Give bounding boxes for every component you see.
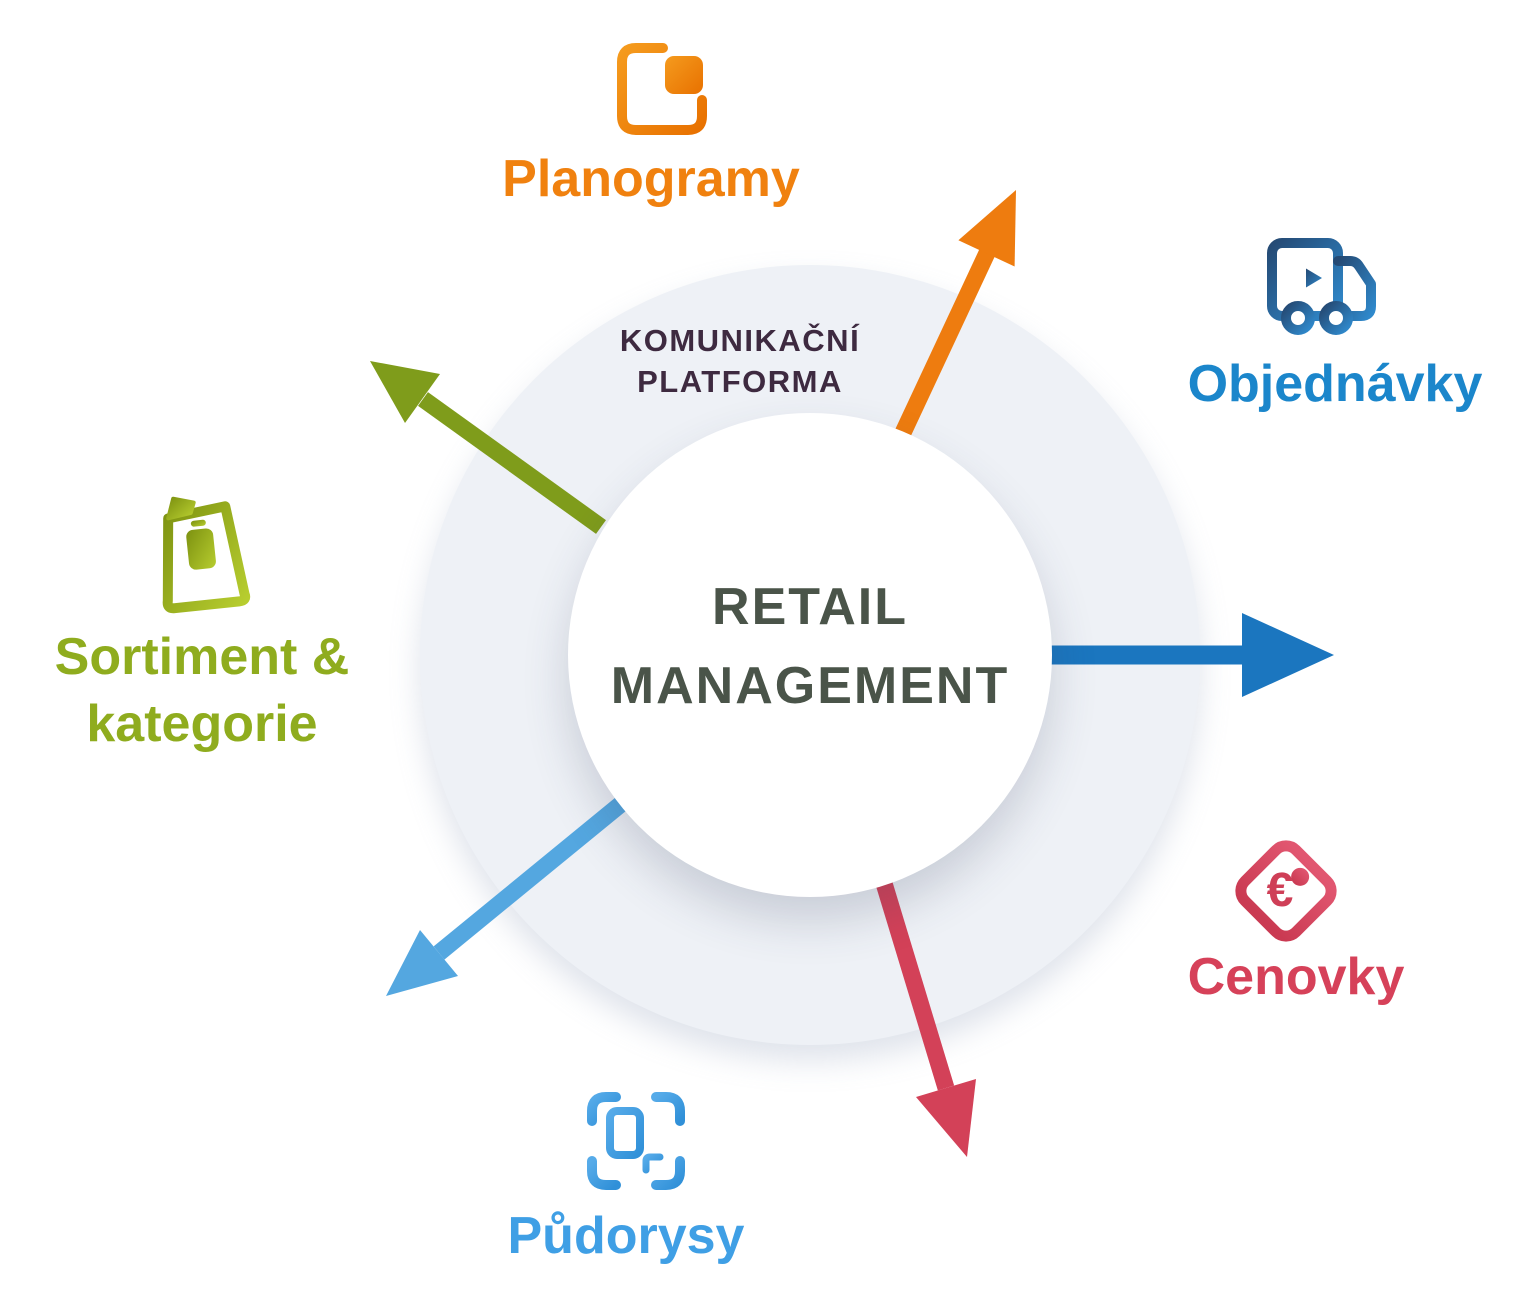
hub-title-line1: RETAIL [712, 578, 908, 636]
label-objednavky: Objednávky [1135, 351, 1520, 418]
label-planogramy: Planogramy [451, 146, 851, 213]
label-cenovky-text: Cenovky [1187, 948, 1405, 1006]
hub-title-line2: MANAGEMENT [610, 657, 1010, 715]
floorplan-scan-icon [587, 1092, 685, 1190]
label-sortiment-line2: kategorie [86, 695, 318, 753]
arrow-cenovky [874, 877, 976, 1157]
delivery-truck-icon [1267, 238, 1376, 335]
euro-symbol: € [1267, 864, 1294, 917]
ring-label-line1: KOMUNIKAČNÍ [619, 323, 861, 358]
hub-title: RETAIL MANAGEMENT [568, 568, 1052, 726]
assortment-bag-icon [162, 496, 251, 614]
label-pudorysy-text: Půdorysy [507, 1207, 745, 1265]
label-sortiment-line1: Sortiment & [54, 628, 350, 686]
ring-label-line2: PLATFORMA [637, 364, 843, 399]
arrow-sortiment [370, 361, 606, 534]
planogram-shelf-icon [617, 40, 707, 135]
ring-label: KOMUNIKAČNÍ PLATFORMA [590, 320, 890, 402]
arrow-planogramy [893, 190, 1016, 441]
label-sortiment-kategorie: Sortiment & kategorie [22, 624, 382, 758]
label-planogramy-text: Planogramy [502, 150, 800, 208]
arrow-objednavky [1046, 613, 1334, 697]
arrow-pudorysy [386, 797, 627, 996]
label-objednavky-text: Objednávky [1187, 355, 1483, 413]
label-cenovky: Cenovky [1096, 944, 1496, 1011]
euro-price-tag-icon: € [1235, 840, 1337, 942]
retail-management-hub-circle [568, 413, 1052, 897]
label-pudorysy: Půdorysy [426, 1203, 826, 1270]
